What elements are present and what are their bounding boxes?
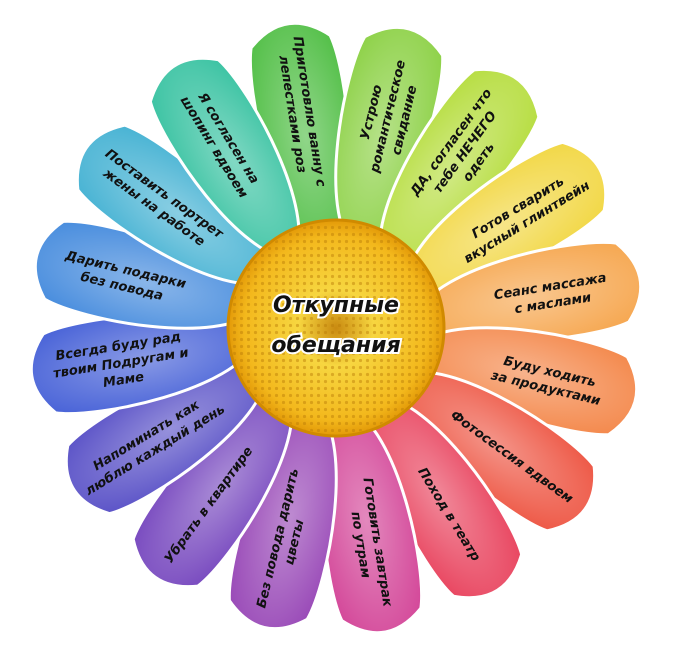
petal-highlight bbox=[413, 327, 637, 435]
petal-highlight bbox=[77, 125, 272, 285]
petal-highlight bbox=[379, 69, 539, 264]
petal-highlight bbox=[35, 221, 259, 329]
petal-highlight bbox=[31, 315, 257, 414]
petal-highlight bbox=[373, 396, 522, 598]
petal-highlight bbox=[133, 392, 293, 587]
petal-highlight bbox=[229, 405, 337, 629]
petal-highlight bbox=[404, 142, 606, 291]
petal-highlight bbox=[250, 23, 349, 249]
flower-center: Откупные обещания bbox=[226, 218, 446, 438]
petal-highlight bbox=[323, 407, 422, 633]
petal-highlight bbox=[400, 371, 595, 531]
petal: Убрать в квартире bbox=[131, 391, 294, 589]
petal: Поход в театр bbox=[371, 394, 524, 600]
petal-highlight bbox=[335, 27, 443, 251]
petal-label: Маме bbox=[102, 370, 145, 391]
petal: Фотосессия вдвоем bbox=[399, 370, 597, 533]
petal-highlight bbox=[66, 365, 268, 514]
petal-highlight bbox=[150, 58, 299, 260]
center-title-line-2: обещания bbox=[271, 333, 400, 358]
center-title-line-1: Откупные bbox=[273, 293, 399, 318]
center-seed-texture bbox=[230, 222, 442, 434]
petal-highlight bbox=[415, 242, 641, 341]
